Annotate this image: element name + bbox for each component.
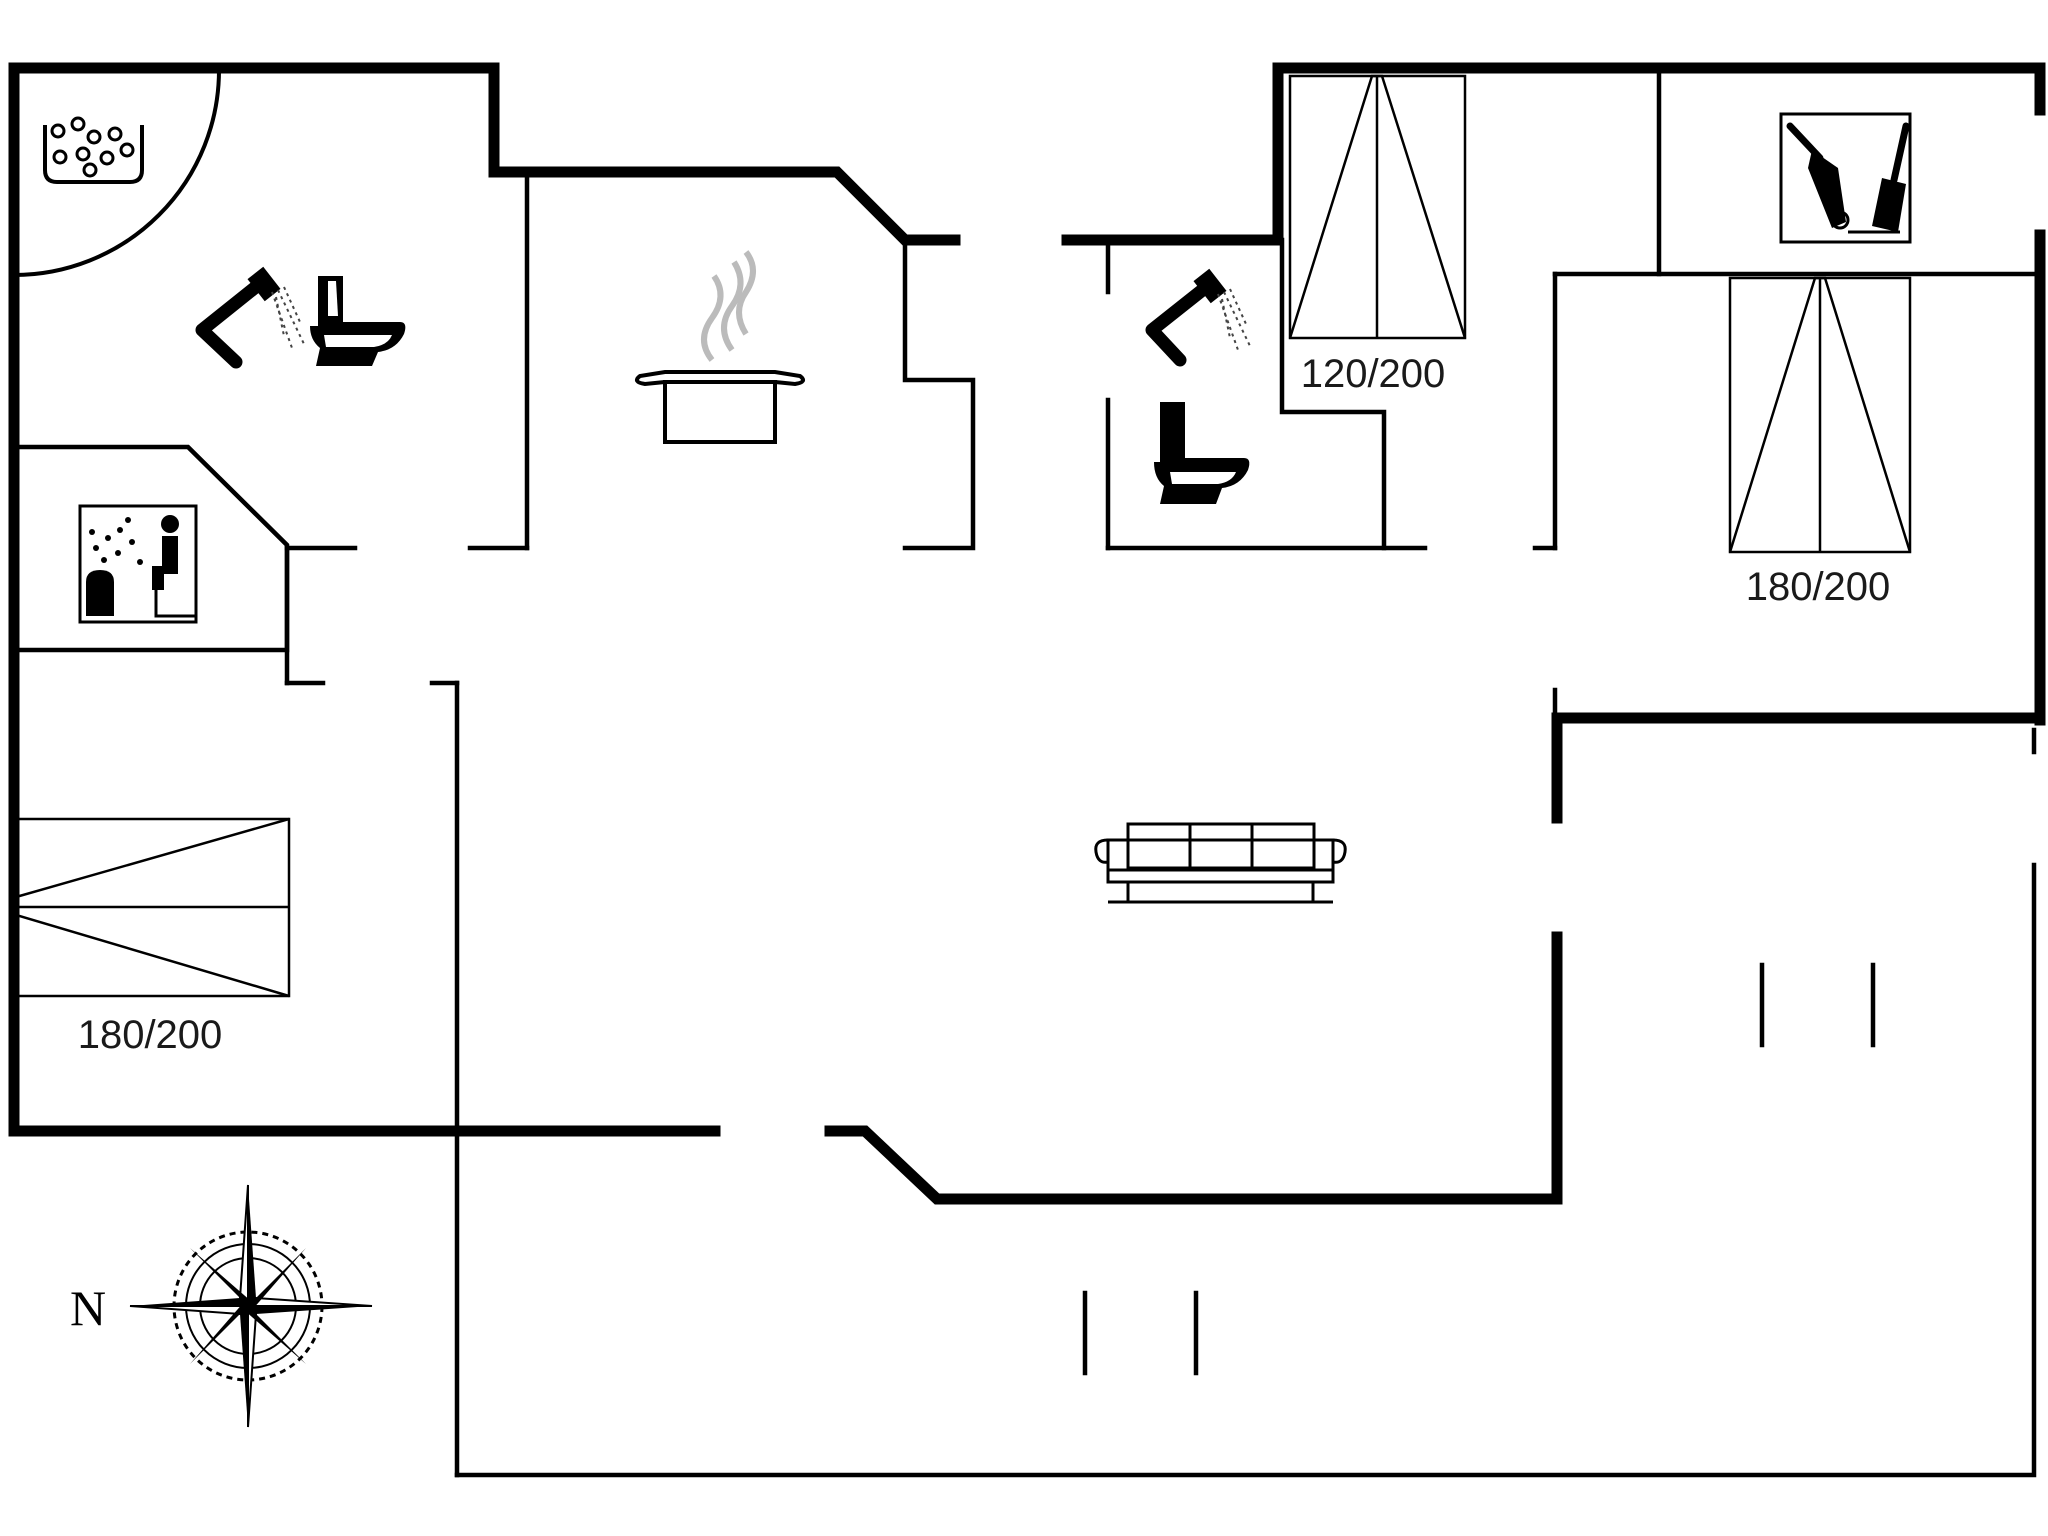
interior-walls — [11, 65, 2043, 1478]
sofa-icon — [1094, 822, 1347, 904]
toilet-icon-2 — [1154, 402, 1250, 504]
wall-east-bedroom-south — [1551, 712, 2046, 824]
shower-icon-2 — [1145, 268, 1251, 367]
bed-west: 180/200 — [14, 817, 291, 1057]
toilet-icon — [310, 276, 406, 366]
north-label: N — [70, 1280, 106, 1336]
bed-north-small: 120/200 — [1288, 74, 1467, 396]
wall-kitchen-niche — [902, 237, 976, 551]
sauna-icon — [78, 504, 198, 624]
bed-size-label-west: 180/200 — [78, 1013, 223, 1057]
cooking-pot-icon — [635, 250, 805, 444]
utility-room-icon — [1779, 112, 1912, 244]
compass-rose-icon: N — [70, 1184, 373, 1428]
wall-small-bedroom — [1279, 237, 1387, 551]
bed-size-label-east: 180/200 — [1746, 565, 1891, 609]
wall-north-entry — [1061, 62, 2046, 246]
whirlpool-icon — [13, 69, 221, 277]
wall-west-wing — [8, 62, 961, 1137]
bed-north-east: 180/200 — [1728, 276, 1912, 609]
bed-size-label-north: 120/200 — [1301, 352, 1446, 396]
wall-south-living — [824, 931, 1563, 1205]
exterior-walls — [8, 62, 2046, 1205]
wall-terrace-outline — [454, 862, 2037, 1478]
wall-sauna-north — [11, 444, 290, 653]
shower-icon — [195, 266, 305, 369]
